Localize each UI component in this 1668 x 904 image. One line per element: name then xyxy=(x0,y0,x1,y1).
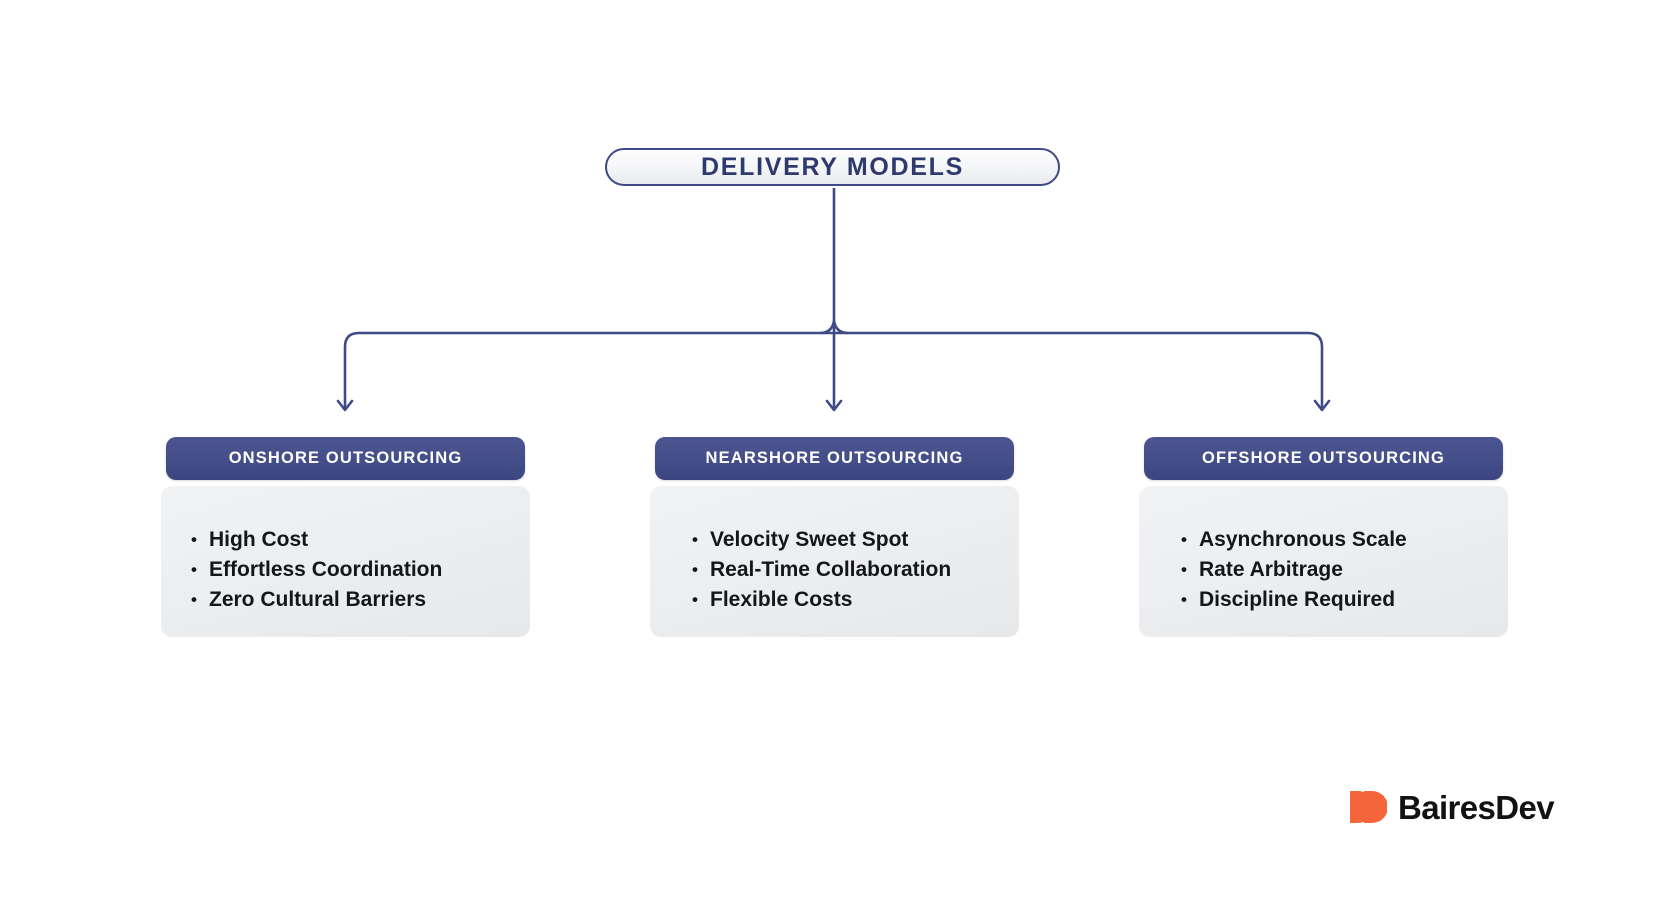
arrowhead-center xyxy=(825,399,843,412)
list-item: Rate Arbitrage xyxy=(1139,555,1508,585)
branch-header-onshore: ONSHORE OUTSOURCING xyxy=(166,437,525,480)
branch-header-label: NEARSHORE OUTSOURCING xyxy=(705,449,964,468)
branch-header-label: ONSHORE OUTSOURCING xyxy=(228,449,463,468)
list-item: Zero Cultural Barriers xyxy=(161,585,530,615)
list-item: Discipline Required xyxy=(1139,585,1508,615)
branch-header-label: OFFSHORE OUTSOURCING xyxy=(1201,449,1445,468)
branch-list-nearshore: Velocity Sweet Spot Real-Time Collaborat… xyxy=(650,486,1019,615)
connector-fillet-left xyxy=(819,320,836,335)
list-item: Flexible Costs xyxy=(650,585,1019,615)
bairesdev-logo: BairesDev xyxy=(1349,788,1555,826)
branch-header-nearshore: NEARSHORE OUTSOURCING xyxy=(655,437,1014,480)
branch-body-offshore: Asynchronous Scale Rate Arbitrage Discip… xyxy=(1139,486,1508,637)
list-item: Real-Time Collaboration xyxy=(650,555,1019,585)
diagram-title-text: DELIVERY MODELS xyxy=(700,152,965,181)
connector-fillet-right xyxy=(832,320,849,335)
branch-nearshore: NEARSHORE OUTSOURCING Velocity Sweet Spo… xyxy=(650,437,1019,637)
branch-body-nearshore: Velocity Sweet Spot Real-Time Collaborat… xyxy=(650,486,1019,637)
list-item: Asynchronous Scale xyxy=(1139,525,1508,555)
diagram-title-pill: DELIVERY MODELS xyxy=(605,148,1060,186)
arrowhead-right xyxy=(1313,399,1331,412)
list-item: High Cost xyxy=(161,525,530,555)
list-item: Effortless Coordination xyxy=(161,555,530,585)
branch-header-offshore: OFFSHORE OUTSOURCING xyxy=(1144,437,1503,480)
branch-list-onshore: High Cost Effortless Coordination Zero C… xyxy=(161,486,530,615)
bairesdev-wordmark: BairesDev xyxy=(1398,788,1555,826)
branch-onshore: ONSHORE OUTSOURCING High Cost Effortless… xyxy=(161,437,530,637)
connector-bus xyxy=(343,331,1324,410)
list-item: Velocity Sweet Spot xyxy=(650,525,1019,555)
branch-list-offshore: Asynchronous Scale Rate Arbitrage Discip… xyxy=(1139,486,1508,615)
arrowhead-left xyxy=(336,399,354,412)
branch-offshore: OFFSHORE OUTSOURCING Asynchronous Scale … xyxy=(1139,437,1508,637)
bairesdev-mark-icon xyxy=(1350,791,1387,823)
branch-body-onshore: High Cost Effortless Coordination Zero C… xyxy=(161,486,530,637)
